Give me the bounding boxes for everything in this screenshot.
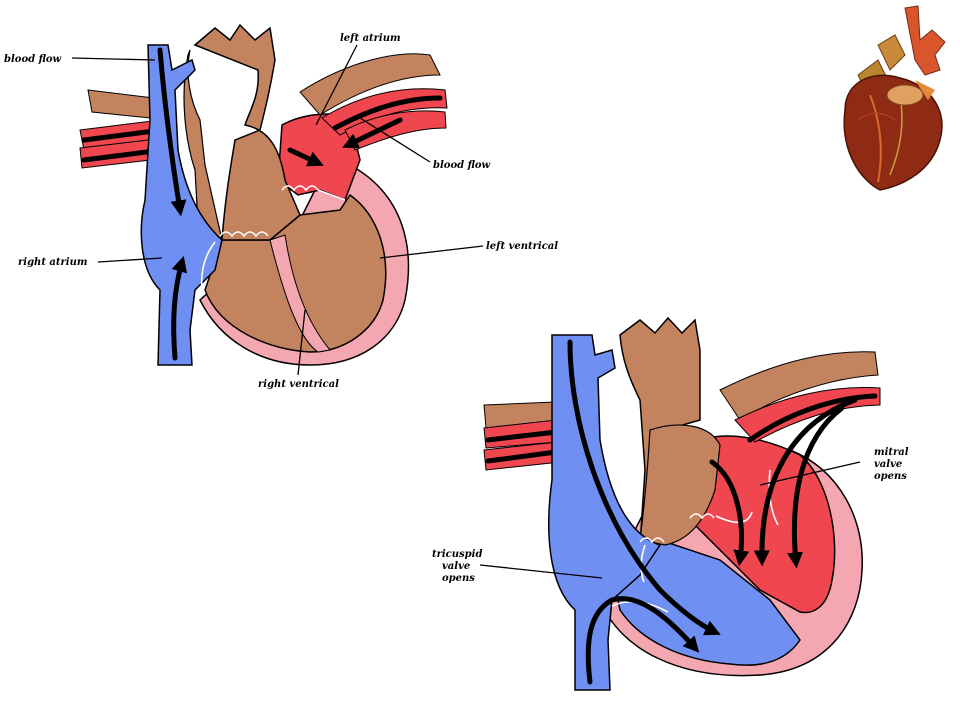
label-mitral-valve-opens: mitral valve opens bbox=[874, 447, 912, 482]
flow-arrow-mitral-1 bbox=[753, 397, 858, 567]
label-right-atrium: right atrium bbox=[18, 257, 87, 268]
right-ventricle-blue bbox=[609, 539, 801, 666]
label-right-ventrical: right ventrical bbox=[258, 379, 339, 390]
right-atrium-septum-line bbox=[200, 241, 216, 291]
flow-arrow-mitral-2 bbox=[787, 405, 845, 569]
right-pulmonary-brown bbox=[299, 53, 441, 116]
aorta-trunk bbox=[193, 23, 301, 241]
flow-arrow-pulm bbox=[342, 117, 403, 149]
flow-arrow-la-2 bbox=[709, 459, 750, 567]
heart-diagram-closed-valves: blood flow left atrium blood flow right … bbox=[4, 23, 558, 390]
septum-pink bbox=[269, 234, 331, 353]
label-blood-flow-right: blood flow bbox=[433, 160, 491, 171]
flow-arrow-ivc bbox=[171, 255, 188, 361]
heart-body-tissue bbox=[204, 193, 387, 353]
right-pulmonary-red-2 bbox=[344, 110, 447, 151]
right-pulmonary-brown-2 bbox=[719, 351, 879, 421]
label-left-atrium: left atrium bbox=[340, 33, 401, 44]
vena-cava-blue-2 bbox=[548, 334, 662, 691]
heart-diagram-open-valves: mitral valve opens tricuspid valve opens bbox=[432, 316, 912, 691]
flow-arrow-svc-2 bbox=[567, 339, 721, 636]
mitral-valve-closed bbox=[281, 185, 346, 201]
label-left-ventrical: left ventrical bbox=[486, 241, 558, 252]
tricuspid-valve-closed bbox=[219, 231, 269, 238]
anatomical-heart-photo bbox=[843, 5, 946, 191]
flow-arrow-ivc-2 bbox=[585, 596, 700, 685]
label-blood-flow-left: blood flow bbox=[4, 54, 62, 65]
flow-arrow-svc bbox=[157, 47, 187, 217]
flow-arrow-la bbox=[287, 147, 324, 167]
label-tricuspid-valve-opens: tricuspid valve opens bbox=[432, 549, 486, 584]
